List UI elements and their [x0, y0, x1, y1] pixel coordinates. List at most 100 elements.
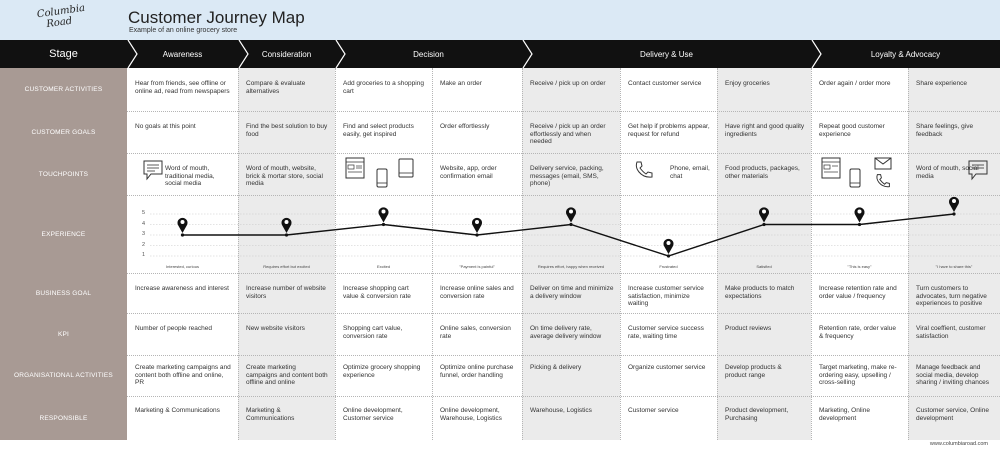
- column-divider: [432, 68, 433, 440]
- business-goal-cell: Deliver on time and minimize a delivery …: [530, 285, 614, 300]
- experience-scale-value: 5: [142, 210, 146, 216]
- stage-delivery-use[interactable]: Delivery & Use: [640, 49, 693, 59]
- responsible-cell: Customer service: [628, 407, 679, 414]
- responsible-cell: Marketing & Communications: [246, 407, 295, 422]
- responsible-cell: Product development, Purchasing: [725, 407, 789, 422]
- experience-label: Interested, curious: [166, 264, 199, 269]
- stage-header: Stage: [49, 48, 78, 60]
- responsible-cell: Online development, Customer service: [343, 407, 403, 422]
- experience-scale-value: 2: [142, 241, 146, 248]
- telephone-icon: [635, 161, 653, 178]
- responsible-cell: Marketing, Online development: [819, 407, 870, 422]
- responsible-cell: Customer service, Online development: [916, 407, 989, 422]
- touchpoint-cell: Phone, email, chat: [670, 165, 710, 180]
- activity-cell: Order again / order more: [819, 80, 891, 87]
- row-divider: [127, 396, 1000, 397]
- stage-decision[interactable]: Decision: [413, 49, 444, 59]
- row-label-experience: Experience: [41, 230, 86, 238]
- tablet-icon: [398, 158, 414, 178]
- kpi-cell: Shopping cart value, conversion rate: [343, 325, 403, 340]
- row-label-responsible: Responsible: [39, 414, 88, 422]
- experience-label: Requires effort but excited: [263, 264, 310, 269]
- stage-chevron: [811, 40, 822, 68]
- location-pin-icon: [472, 217, 483, 237]
- row-divider: [127, 195, 1000, 196]
- business-goal-cell: Increase awareness and interest: [135, 285, 229, 292]
- business-goal-cell: Turn customers to advocates, turn negati…: [916, 285, 987, 308]
- org-activity-cell: Organize customer service: [628, 364, 706, 371]
- stage-chevron: [127, 40, 138, 68]
- experience-scale-value: 3: [142, 231, 146, 237]
- telephone-icon: [876, 174, 890, 188]
- browser-window-icon: [821, 157, 841, 179]
- column-divider: [717, 68, 718, 440]
- row-label-business-goal: Business goal: [35, 289, 92, 297]
- stage-loyalty-advocacy[interactable]: Loyalty & Advocacy: [870, 49, 941, 59]
- location-pin-icon: [663, 238, 674, 258]
- row-divider: [127, 355, 1000, 356]
- kpi-cell: Product reviews: [725, 325, 772, 332]
- business-goal-cell: Increase online sales and conversion rat…: [440, 285, 514, 300]
- page-title: Customer Journey Map: [128, 8, 305, 27]
- org-activity-cell: Picking & delivery: [530, 364, 582, 371]
- goal-cell: Receive / pick up an order effortlessly …: [530, 123, 606, 146]
- kpi-cell: On time delivery rate, average delivery …: [530, 325, 602, 340]
- kpi-cell: New website visitors: [246, 325, 305, 332]
- speech-bubble-icon: [968, 160, 988, 181]
- goal-cell: Repeat good customer experience: [819, 123, 885, 138]
- touchpoint-cell: Food products, packages, other materials: [725, 165, 800, 180]
- org-activity-cell: Optimize grocery shopping experience: [343, 364, 421, 379]
- kpi-cell: Viral coeffient, customer satisfaction: [916, 325, 986, 340]
- experience-label: "This is easy": [847, 264, 872, 269]
- column-divider: [238, 68, 239, 440]
- activity-cell: Contact customer service: [628, 80, 702, 87]
- kpi-cell: Online sales, conversion rate: [440, 325, 511, 340]
- activity-cell: Add groceries to a shopping cart: [343, 80, 424, 95]
- kpi-cell: Retention rate, order value & frequency: [819, 325, 896, 340]
- touchpoint-cell: Delivery service, packing, messages (ema…: [530, 165, 604, 188]
- activity-cell: Hear from friends, see offline or online…: [135, 80, 230, 95]
- business-goal-cell: Increase number of website visitors: [246, 285, 326, 300]
- goal-cell: Share feelings, give feedback: [916, 123, 974, 138]
- activity-cell: Enjoy groceries: [725, 80, 770, 87]
- column-divider: [908, 68, 909, 440]
- experience-label: Requires effort, happy when received: [537, 264, 605, 269]
- footer-url[interactable]: www.columbiaroad.com: [929, 441, 988, 447]
- envelope-icon: [874, 157, 892, 170]
- goal-cell: Find the best solution to buy food: [246, 123, 328, 138]
- org-activity-cell: Develop products & product range: [725, 364, 782, 379]
- touchpoint-cell: Website, app, order confirmation email: [440, 165, 497, 180]
- responsible-cell: Warehouse, Logistics: [530, 407, 592, 414]
- location-pin-icon: [854, 207, 865, 227]
- stage-chevron: [522, 40, 533, 68]
- business-goal-cell: Make products to match expectations: [725, 285, 795, 300]
- row-label-customer-activities: Customer activities: [24, 86, 103, 93]
- experience-label: Frustrated: [659, 264, 678, 269]
- stage-bar: [0, 40, 1000, 68]
- goal-cell: Find and select products easily, get ins…: [343, 123, 414, 138]
- business-goal-cell: Increase shopping cart value & conversio…: [343, 285, 411, 300]
- kpi-cell: Customer service success rate, waiting t…: [628, 325, 704, 340]
- touchpoint-cell: Word of mouth, social media: [916, 165, 979, 180]
- experience-label: "I have to share this": [935, 264, 973, 269]
- stage-consideration[interactable]: Consideration: [261, 49, 312, 59]
- responsible-cell: Online development, Warehouse, Logistics: [440, 407, 502, 422]
- mobile-phone-icon: [376, 168, 388, 188]
- goal-cell: No goals at this point: [135, 123, 196, 130]
- row-divider: [127, 111, 1000, 112]
- activity-cell: Make an order: [440, 80, 482, 87]
- activity-cell: Share experience: [916, 80, 967, 87]
- row-divider: [127, 153, 1000, 154]
- stage-awareness[interactable]: Awareness: [162, 49, 203, 59]
- column-divider: [522, 68, 523, 440]
- experience-label: "Payment is painful": [459, 264, 495, 269]
- row-label-touchpoints: Touchpoints: [38, 170, 89, 178]
- stage-chevron: [335, 40, 346, 68]
- location-pin-icon: [378, 207, 389, 227]
- row-label-customer-goals: Customer goals: [31, 128, 96, 136]
- activity-cell: Receive / pick up on order: [530, 80, 606, 87]
- browser-window-icon: [345, 157, 365, 179]
- org-activity-cell: Optimize online purchase funnel, order h…: [440, 364, 514, 379]
- column-divider: [811, 68, 812, 440]
- touchpoint-cell: Word of mouth, traditional media, social…: [165, 165, 215, 188]
